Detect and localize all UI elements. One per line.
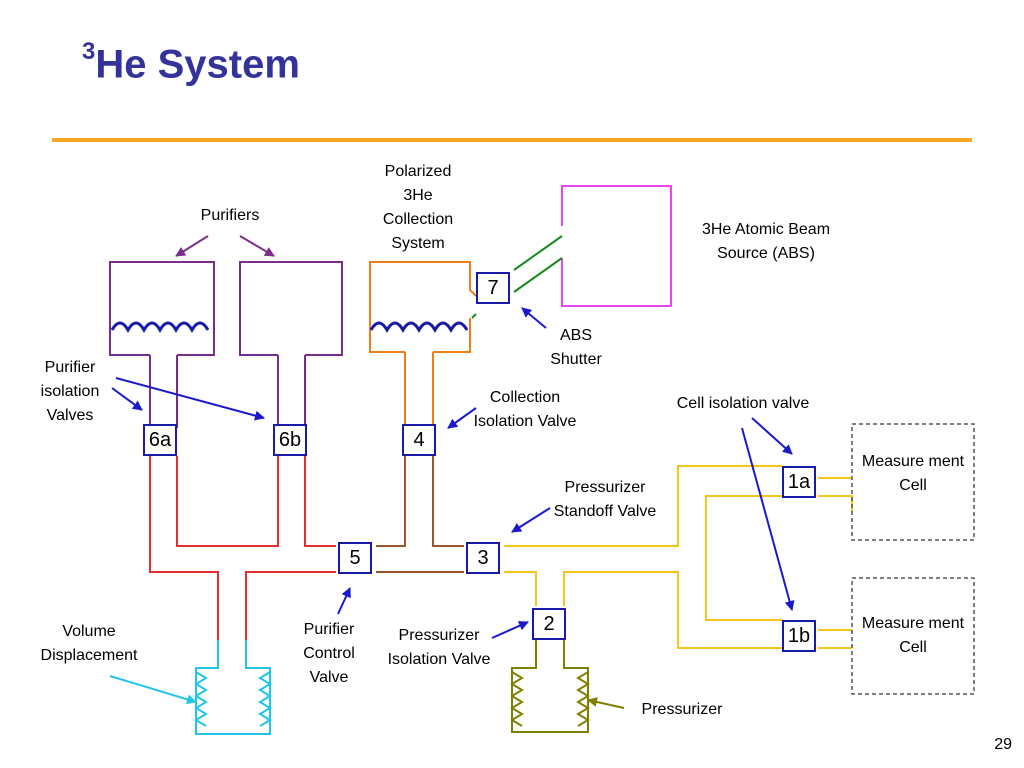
label-measurement-cell-2: Measure ment Cell [861, 615, 965, 656]
label-abs-shutter: ABS Shutter [550, 327, 602, 368]
label-purifier-isolation: Purifier isolation Valves [40, 359, 100, 424]
label-measurement-cell-1: Measure ment Cell [861, 453, 965, 494]
collection-vessel [369, 261, 477, 424]
purifier-left [109, 261, 215, 428]
valve-2[interactable]: 2 [532, 608, 566, 640]
label-purifiers: Purifiers [200, 207, 260, 224]
valve-4[interactable]: 4 [402, 424, 436, 456]
title-rule [52, 138, 972, 142]
valve-1a[interactable]: 1a [782, 466, 816, 498]
label-volume-displacement: Volume Displacement [40, 623, 138, 664]
title-superscript: 3 [82, 38, 96, 65]
brown-lines [376, 456, 464, 573]
label-polarized-collection: Polarized 3He Collection System [382, 163, 454, 252]
abs-source-box [561, 185, 672, 307]
red-lines [149, 456, 336, 640]
purifier-right [239, 261, 343, 428]
yellow-lines [504, 465, 853, 649]
valve-7[interactable]: 7 [476, 272, 510, 304]
page-title: 3He System [82, 38, 300, 87]
label-pressurizer-isolation: Pressurizer Isolation Valve [387, 627, 491, 668]
purifier-left-coil [110, 321, 210, 334]
annotation-arrows [109, 235, 795, 709]
collection-coil [369, 321, 469, 334]
volume-displacement-assembly [194, 640, 272, 735]
label-cell-isolation: Cell isolation valve [676, 395, 810, 412]
label-purifier-control: Purifier Control Valve [303, 621, 355, 686]
label-pressurizer: Pressurizer [641, 701, 723, 718]
label-abs-source: 3He Atomic Beam Source (ABS) [701, 221, 831, 262]
label-pressurizer-standoff: Pressurizer Standoff Valve [553, 479, 657, 520]
title-text: He System [95, 42, 300, 87]
valve-5[interactable]: 5 [338, 542, 372, 574]
valve-3[interactable]: 3 [466, 542, 500, 574]
page-number: 29 [994, 736, 1012, 753]
label-collection-isolation: Collection Isolation Valve [473, 389, 577, 430]
pressurizer-assembly [510, 640, 590, 733]
valve-6a[interactable]: 6a [143, 424, 177, 456]
valve-1b[interactable]: 1b [782, 620, 816, 652]
valve-6b[interactable]: 6b [273, 424, 307, 456]
